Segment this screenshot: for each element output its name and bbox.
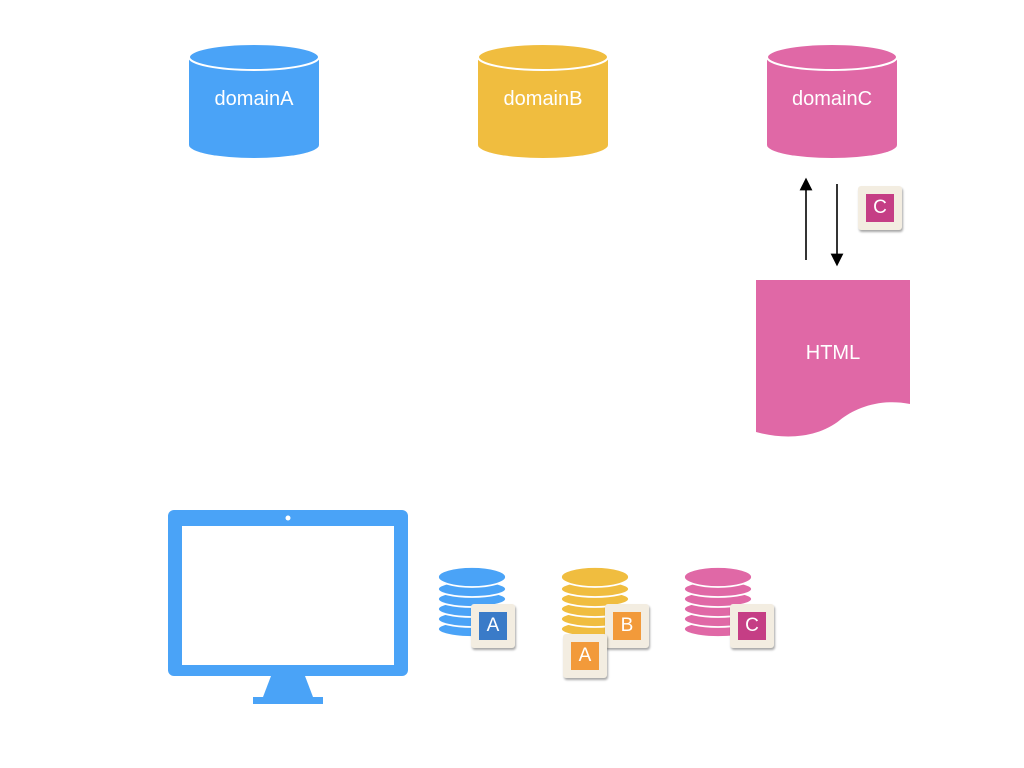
store-yellow-badge-b: B (605, 604, 649, 648)
badge-label: C (866, 194, 894, 222)
badge-label: A (571, 642, 599, 670)
monitor-icon (168, 510, 408, 704)
badge-label: A (479, 612, 507, 640)
server-domain-b (477, 43, 609, 158)
server-domain-c (766, 43, 898, 158)
store-yellow-badge-a: A (563, 634, 607, 678)
badge-label: C (738, 612, 766, 640)
transfer-badge: C (858, 186, 902, 230)
html-document-shape (756, 280, 910, 437)
server-domain-a (188, 43, 320, 158)
store-pink-badge: C (730, 604, 774, 648)
badge-label: B (613, 612, 641, 640)
store-blue-badge: A (471, 604, 515, 648)
